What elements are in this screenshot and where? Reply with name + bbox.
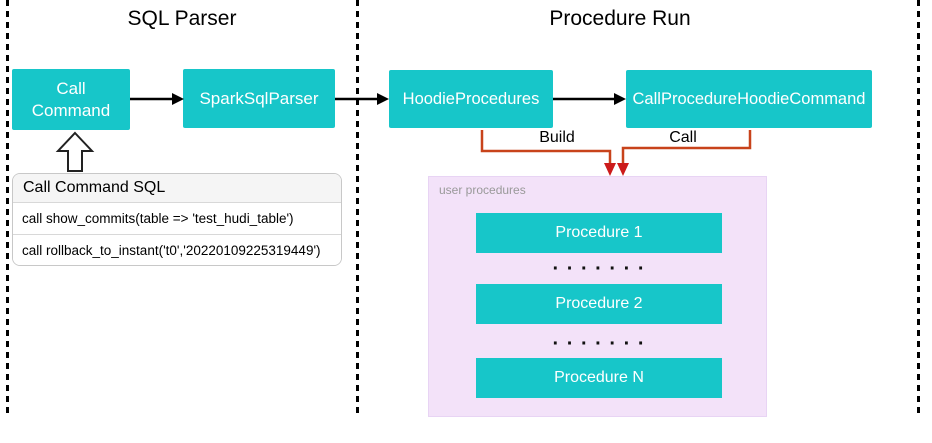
section-title-sql-parser: SQL Parser bbox=[127, 7, 237, 30]
node-procedure-n: Procedure N bbox=[476, 358, 722, 398]
edge-label-call: Call bbox=[669, 129, 697, 146]
node-call-procedure-hoodie-command: CallProcedureHoodieCommand bbox=[626, 70, 872, 128]
dashed-divider-right bbox=[917, 0, 920, 413]
section-title-procedure-run: Procedure Run bbox=[549, 7, 691, 30]
node-procedure-1: Procedure 1 bbox=[476, 213, 722, 253]
edge-label-build: Build bbox=[539, 129, 575, 146]
ellipsis-dots: · · · · · · · bbox=[552, 258, 646, 280]
call-command-sql-table: Call Command SQL call show_commits(table… bbox=[12, 173, 342, 266]
node-call-command: Call Command bbox=[12, 69, 130, 130]
node-spark-sql-parser: SparkSqlParser bbox=[183, 69, 335, 128]
user-procedures-label: user procedures bbox=[439, 183, 526, 197]
node-hoodie-procedures: HoodieProcedures bbox=[389, 70, 553, 128]
arrow-call-command-to-sparksqlparser bbox=[130, 93, 184, 105]
block-up-arrow bbox=[55, 131, 95, 172]
ellipsis-dots: · · · · · · · bbox=[552, 333, 646, 355]
user-procedures-container: user procedures Procedure 1 · · · · · · … bbox=[428, 176, 767, 417]
sql-table-row: call show_commits(table => 'test_hudi_ta… bbox=[13, 203, 341, 234]
node-procedure-2: Procedure 2 bbox=[476, 284, 722, 324]
sql-table-header: Call Command SQL bbox=[13, 174, 341, 203]
arrow-sparksqlparser-to-hoodieprocedures bbox=[335, 93, 389, 105]
dashed-divider-left bbox=[6, 0, 9, 413]
dashed-divider-middle bbox=[356, 0, 359, 413]
arrow-hoodieprocedures-to-callprocedurehoodiecommand bbox=[553, 93, 626, 105]
sql-table-row: call rollback_to_instant('t0','202201092… bbox=[13, 234, 341, 265]
